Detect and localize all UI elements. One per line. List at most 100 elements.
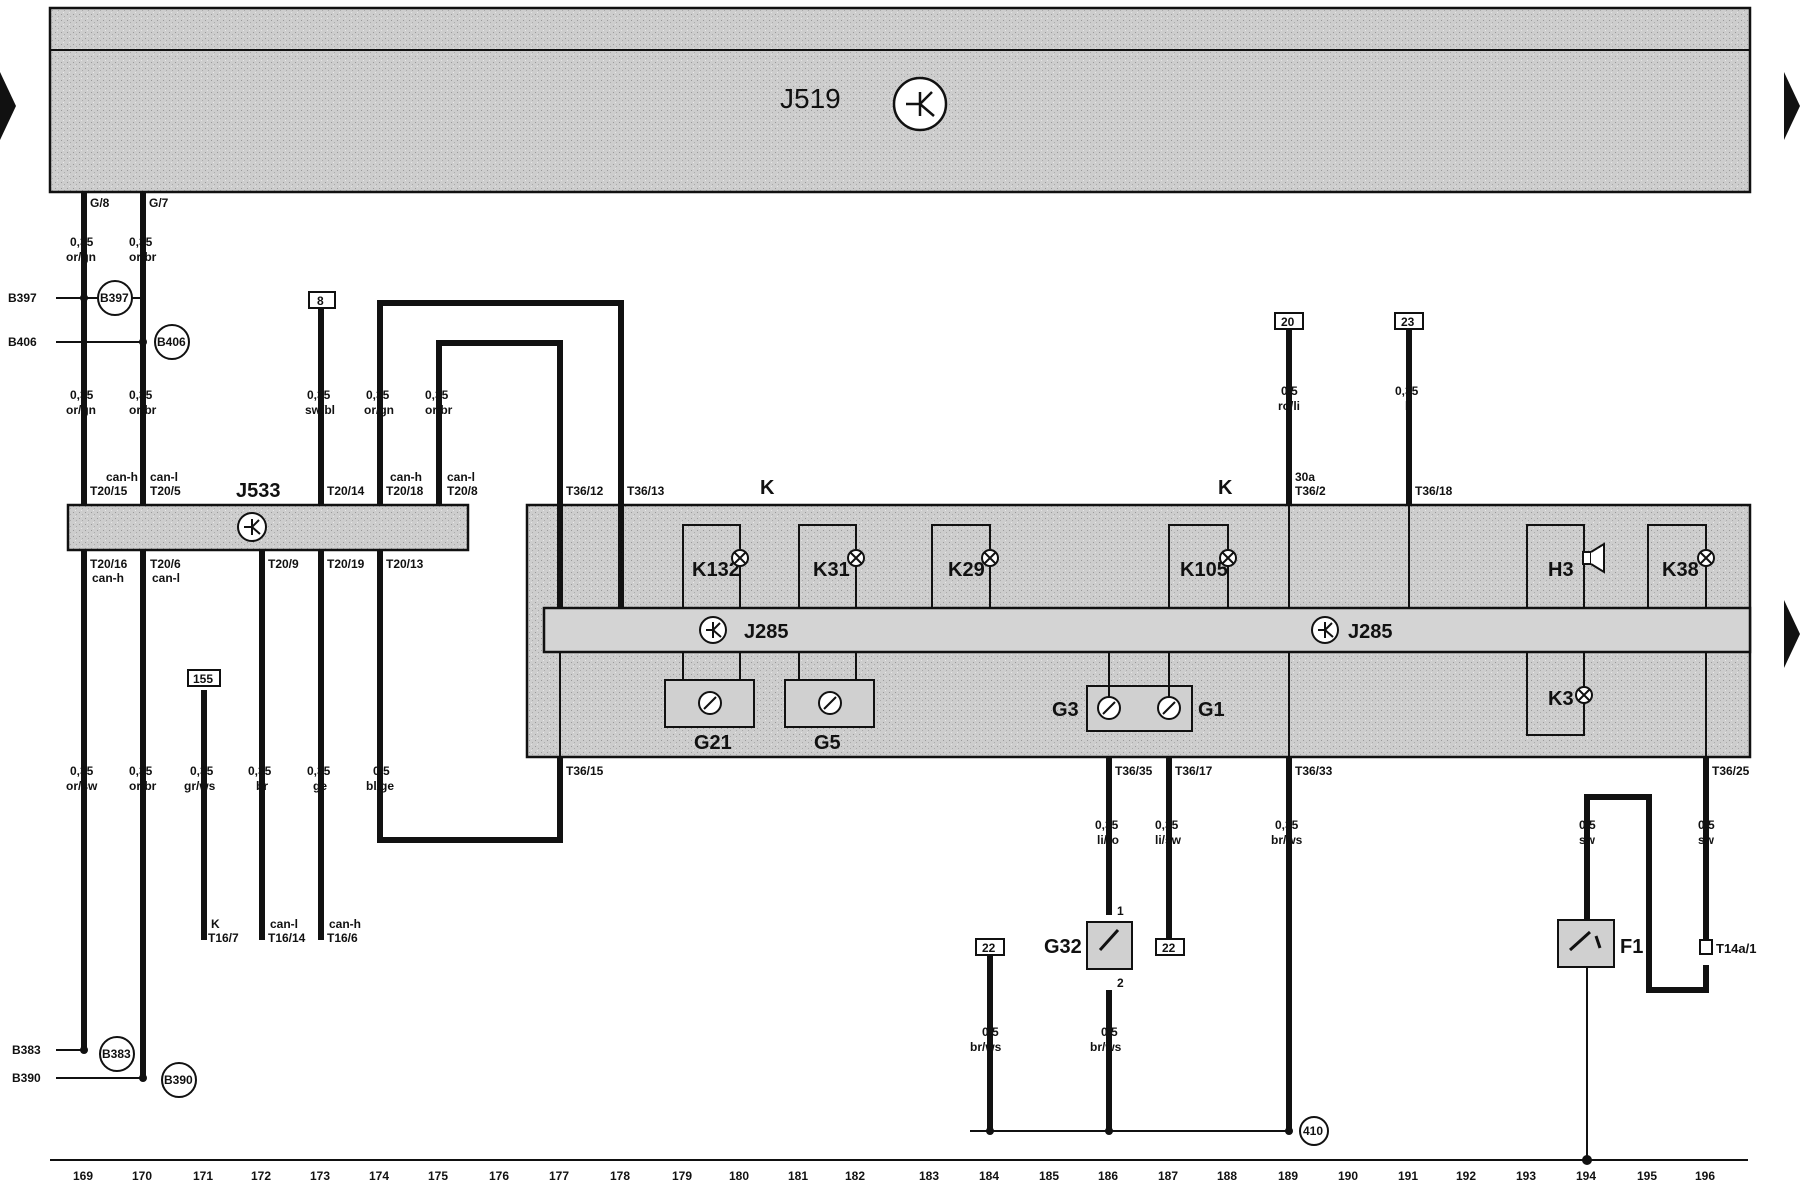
column-number: 177 <box>549 1169 569 1183</box>
j285-label-left: J285 <box>744 621 789 643</box>
column-number: 196 <box>1695 1169 1715 1183</box>
wire-color: or/gn <box>66 403 96 417</box>
pin-label: T36/33 <box>1295 764 1333 778</box>
k105-label: K105 <box>1180 559 1228 581</box>
wire-size: 0,5 <box>1579 818 1596 832</box>
g21-label: G21 <box>694 732 732 754</box>
column-number: 182 <box>845 1169 865 1183</box>
pin-signal: K <box>211 917 220 931</box>
wire-size: 0,35 <box>70 388 94 402</box>
pin-label: T36/35 <box>1115 764 1153 778</box>
column-number: 189 <box>1278 1169 1298 1183</box>
gauge-icon <box>1157 696 1181 720</box>
k29-label: K29 <box>948 559 985 581</box>
wire-size: 0,35 <box>1155 818 1179 832</box>
pin-label: G/8 <box>90 196 110 210</box>
column-number: 175 <box>428 1169 448 1183</box>
pin-label: T20/16 <box>90 557 128 571</box>
pin-label: T16/7 <box>208 931 239 945</box>
wire-color: li/ro <box>1097 833 1119 847</box>
wire-size: 0,5 <box>1698 818 1715 832</box>
pin-label: G/7 <box>149 196 169 210</box>
k-cluster: K K J285 J285 K132 K31 K29 K105 H3 K38 G… <box>525 477 1752 759</box>
wire-color: sw <box>1579 833 1596 847</box>
j533-module: J533 <box>66 480 470 552</box>
column-number: 192 <box>1456 1169 1476 1183</box>
k-label-right: K <box>1218 477 1233 499</box>
column-number: 191 <box>1398 1169 1418 1183</box>
wire-color: or/br <box>129 779 157 793</box>
wire-size: 0,35 <box>70 235 94 249</box>
wire-size: 0,35 <box>307 388 331 402</box>
column-number: 190 <box>1338 1169 1358 1183</box>
wire-color: li/sw <box>1155 833 1182 847</box>
wire-size: 0,35 <box>129 764 153 778</box>
pin-label: T36/18 <box>1415 484 1453 498</box>
ref-box-8: 8 <box>317 294 324 308</box>
column-number: 181 <box>788 1169 808 1183</box>
wire-size: 0,5 <box>982 1025 999 1039</box>
wire-color: br/ws <box>1271 833 1303 847</box>
pin-label: T36/13 <box>627 484 665 498</box>
circle-b397: B397 <box>100 291 129 305</box>
gauge-icon <box>818 691 842 715</box>
wire-size: 0,35 <box>1275 818 1299 832</box>
j519-module: J519 <box>48 6 1752 194</box>
pin-label: T36/12 <box>566 484 604 498</box>
f1-switch: F1 <box>1557 919 1643 968</box>
k31-label: K31 <box>813 559 850 581</box>
column-number: 188 <box>1217 1169 1237 1183</box>
connector-circle-b406 <box>154 324 190 360</box>
gauge-icon <box>698 691 722 715</box>
column-number: 171 <box>193 1169 213 1183</box>
ref-b397: B397 <box>8 291 37 305</box>
page-next-arrow-mid <box>1784 600 1800 668</box>
pin-label: T20/14 <box>327 484 365 498</box>
wire-color: br/ws <box>970 1040 1002 1054</box>
column-number: 180 <box>729 1169 749 1183</box>
g3-label: G3 <box>1052 699 1079 721</box>
lamp-icon <box>981 549 999 567</box>
wire-color: ge <box>313 779 327 793</box>
g1-label: G1 <box>1198 699 1225 721</box>
wire-color: or/gn <box>364 403 394 417</box>
wire-color: bl/ge <box>366 779 394 793</box>
lamp-icon <box>1575 686 1593 704</box>
ground-point-410 <box>1299 1116 1329 1146</box>
pin-label: T36/17 <box>1175 764 1213 778</box>
k132-label: K132 <box>692 559 740 581</box>
pin-label: T20/19 <box>327 557 365 571</box>
pin-signal: can-l <box>152 571 180 585</box>
pin-label: T20/6 <box>150 557 181 571</box>
pin-label: T20/8 <box>447 484 478 498</box>
column-number: 184 <box>979 1169 999 1183</box>
wire-color: or/sw <box>66 779 98 793</box>
connector-circle-b390 <box>161 1062 197 1098</box>
ref-box-22b: 22 <box>1162 941 1176 955</box>
pin-label: T16/14 <box>268 931 306 945</box>
lamp-icon <box>1219 549 1237 567</box>
pin-signal: can-l <box>447 470 475 484</box>
pin-number: 2 <box>1117 976 1124 990</box>
j519-label: J519 <box>780 83 841 114</box>
pin-label: T36/2 <box>1295 484 1326 498</box>
pin-label: T36/25 <box>1712 764 1750 778</box>
wire-size: 0,35 <box>190 764 214 778</box>
j533-label: J533 <box>236 480 281 502</box>
pin-number: 1 <box>1117 904 1124 918</box>
ref-box-22a: 22 <box>982 941 996 955</box>
column-number: 186 <box>1098 1169 1118 1183</box>
pin-signal: can-h <box>329 917 361 931</box>
ref-b383: B383 <box>12 1043 41 1057</box>
page-prev-arrow <box>0 72 16 140</box>
lamp-icon <box>731 549 749 567</box>
pin-label: T20/5 <box>150 484 181 498</box>
wire-size: 0,35 <box>70 764 94 778</box>
pin-label: T16/6 <box>327 931 358 945</box>
wire-size: 0,35 <box>248 764 272 778</box>
wire-color: or/gn <box>66 250 96 264</box>
column-number: 178 <box>610 1169 630 1183</box>
wire-size: 0,35 <box>1095 818 1119 832</box>
wire-color: br/ws <box>1090 1040 1122 1054</box>
